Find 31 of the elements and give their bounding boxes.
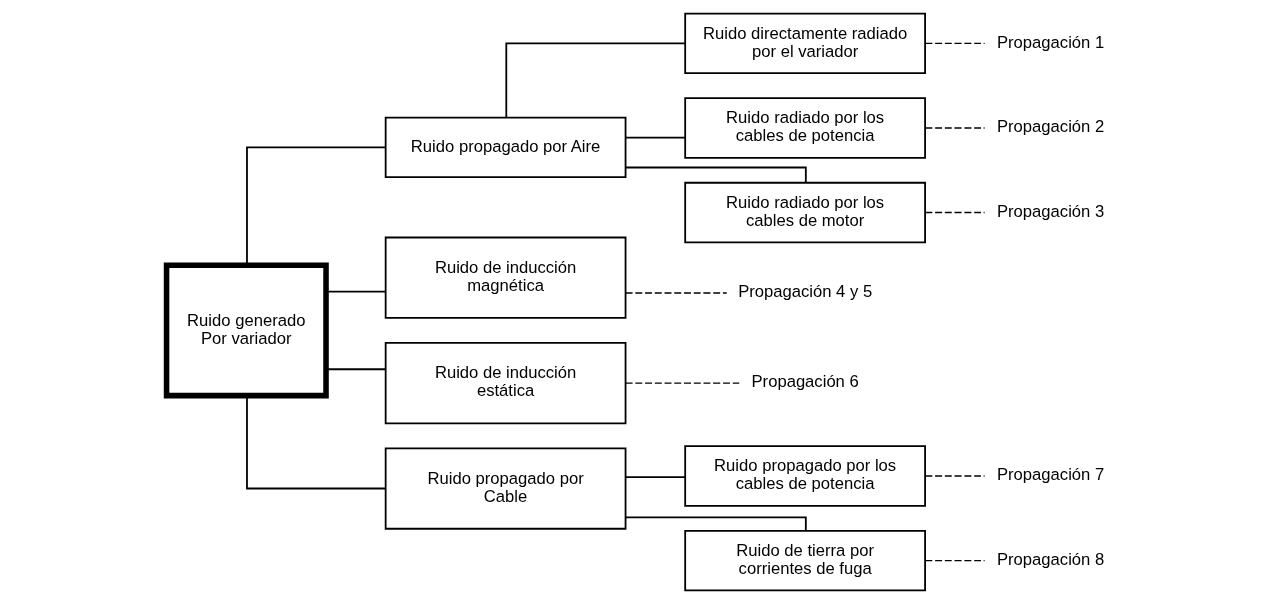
connector <box>924 42 986 45</box>
connector <box>325 368 387 371</box>
node-text: Propagación 1 <box>996 32 1105 52</box>
node-text: Propagación 2 <box>996 117 1105 137</box>
node-text: Propagación 3 <box>996 201 1105 221</box>
node-text: Propagación 8 <box>996 549 1105 569</box>
node-box: Ruido radiado por los cables de potencia <box>684 97 926 159</box>
node-box: Ruido propagado por Aire <box>384 116 627 179</box>
node-box: Ruido propagado por Cable <box>384 447 627 530</box>
connector <box>624 476 686 478</box>
connector <box>505 42 686 119</box>
connector <box>924 559 986 562</box>
node-box: Ruido generado Por variador <box>163 262 329 399</box>
node-box: Ruido radiado por los cables de motor <box>684 181 926 244</box>
connector <box>625 516 807 532</box>
node-box: Ruido de tierra por corrientes de fuga <box>684 529 926 592</box>
connector <box>924 127 986 129</box>
node-text: Propagación 6 <box>751 372 859 392</box>
connector <box>625 382 740 384</box>
connector <box>246 146 387 266</box>
connector <box>624 136 686 139</box>
node-box: Ruido de inducción magnética <box>384 236 627 319</box>
node-box: Ruido directamente radiado por el variador <box>684 12 926 75</box>
node-text: Propagación 4 y 5 <box>738 282 873 302</box>
connector <box>325 290 387 293</box>
node-box: Ruido de inducción estática <box>384 342 627 425</box>
node-text: Propagación 7 <box>996 465 1105 485</box>
node-box: Ruido propagado por los cables de potencia <box>684 445 926 507</box>
connector <box>625 292 728 294</box>
connector <box>924 475 986 477</box>
connector <box>924 211 986 214</box>
